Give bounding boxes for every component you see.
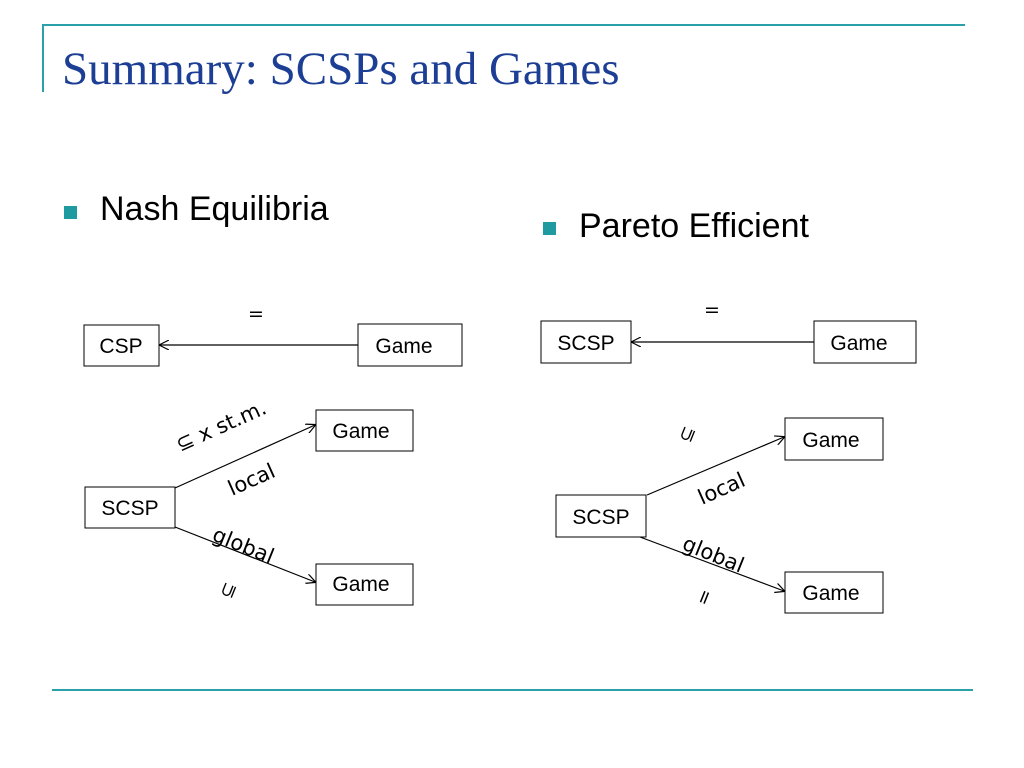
pareto-top-relation: = bbox=[704, 299, 720, 321]
pareto-global-game-label: Game bbox=[802, 582, 859, 605]
nash-global-game-box bbox=[315, 563, 414, 606]
nash-top-diagram: CSP Game = bbox=[83, 303, 463, 367]
nash-global-edge-label: global bbox=[209, 522, 277, 568]
nash-global-arrow bbox=[174, 526, 315, 582]
nash-local-arrow bbox=[174, 425, 315, 489]
pareto-top-diagram: SCSP Game = bbox=[540, 299, 917, 364]
nash-scsp-box bbox=[84, 486, 176, 529]
nash-csp-box bbox=[83, 324, 160, 367]
pareto-global-relation: = bbox=[691, 586, 717, 609]
pareto-heading: Pareto Efficient bbox=[579, 207, 809, 245]
pareto-top-game-label: Game bbox=[830, 332, 887, 355]
pareto-local-game-box bbox=[784, 417, 884, 461]
nash-global-game-label: Game bbox=[332, 573, 389, 596]
pareto-top-game-box bbox=[813, 320, 917, 364]
pareto-local-relation: ⊆ bbox=[674, 423, 700, 446]
pareto-scsp-box bbox=[555, 494, 647, 538]
nash-local-relation: ⊆ x st.m. bbox=[172, 395, 270, 456]
nash-heading: Nash Equilibria bbox=[100, 190, 329, 228]
nash-top-relation: = bbox=[248, 303, 264, 325]
bullet-square-icon bbox=[543, 222, 556, 235]
pareto-bottom-diagram: SCSP Game Game ⊆ local global = bbox=[555, 417, 884, 614]
top-rule bbox=[42, 24, 965, 26]
nash-global-relation: ⊆ bbox=[215, 579, 241, 602]
slide-title: Summary: SCSPs and Games bbox=[62, 43, 620, 95]
nash-local-game-label: Game bbox=[332, 420, 389, 443]
nash-local-edge-label: local bbox=[224, 459, 278, 501]
pareto-scsp-top-box bbox=[540, 320, 632, 364]
pareto-global-edge-label: global bbox=[679, 531, 747, 577]
pareto-scsp-top-label: SCSP bbox=[557, 332, 614, 355]
bullet-square-icon bbox=[64, 206, 77, 219]
nash-scsp-label: SCSP bbox=[101, 497, 158, 520]
pareto-local-game-label: Game bbox=[802, 429, 859, 452]
nash-bottom-diagram: SCSP Game Game ⊆ x st.m. local global ⊆ bbox=[84, 395, 414, 606]
pareto-global-game-box bbox=[784, 571, 884, 614]
pareto-local-arrow bbox=[646, 437, 784, 496]
nash-csp-label: CSP bbox=[99, 335, 142, 358]
nash-top-game-box bbox=[357, 323, 463, 367]
pareto-global-arrow bbox=[639, 536, 784, 591]
left-rule bbox=[42, 24, 44, 92]
nash-top-game-label: Game bbox=[375, 335, 432, 358]
bottom-rule bbox=[52, 689, 973, 691]
pareto-local-edge-label: local bbox=[694, 468, 748, 510]
pareto-scsp-label: SCSP bbox=[572, 506, 629, 529]
